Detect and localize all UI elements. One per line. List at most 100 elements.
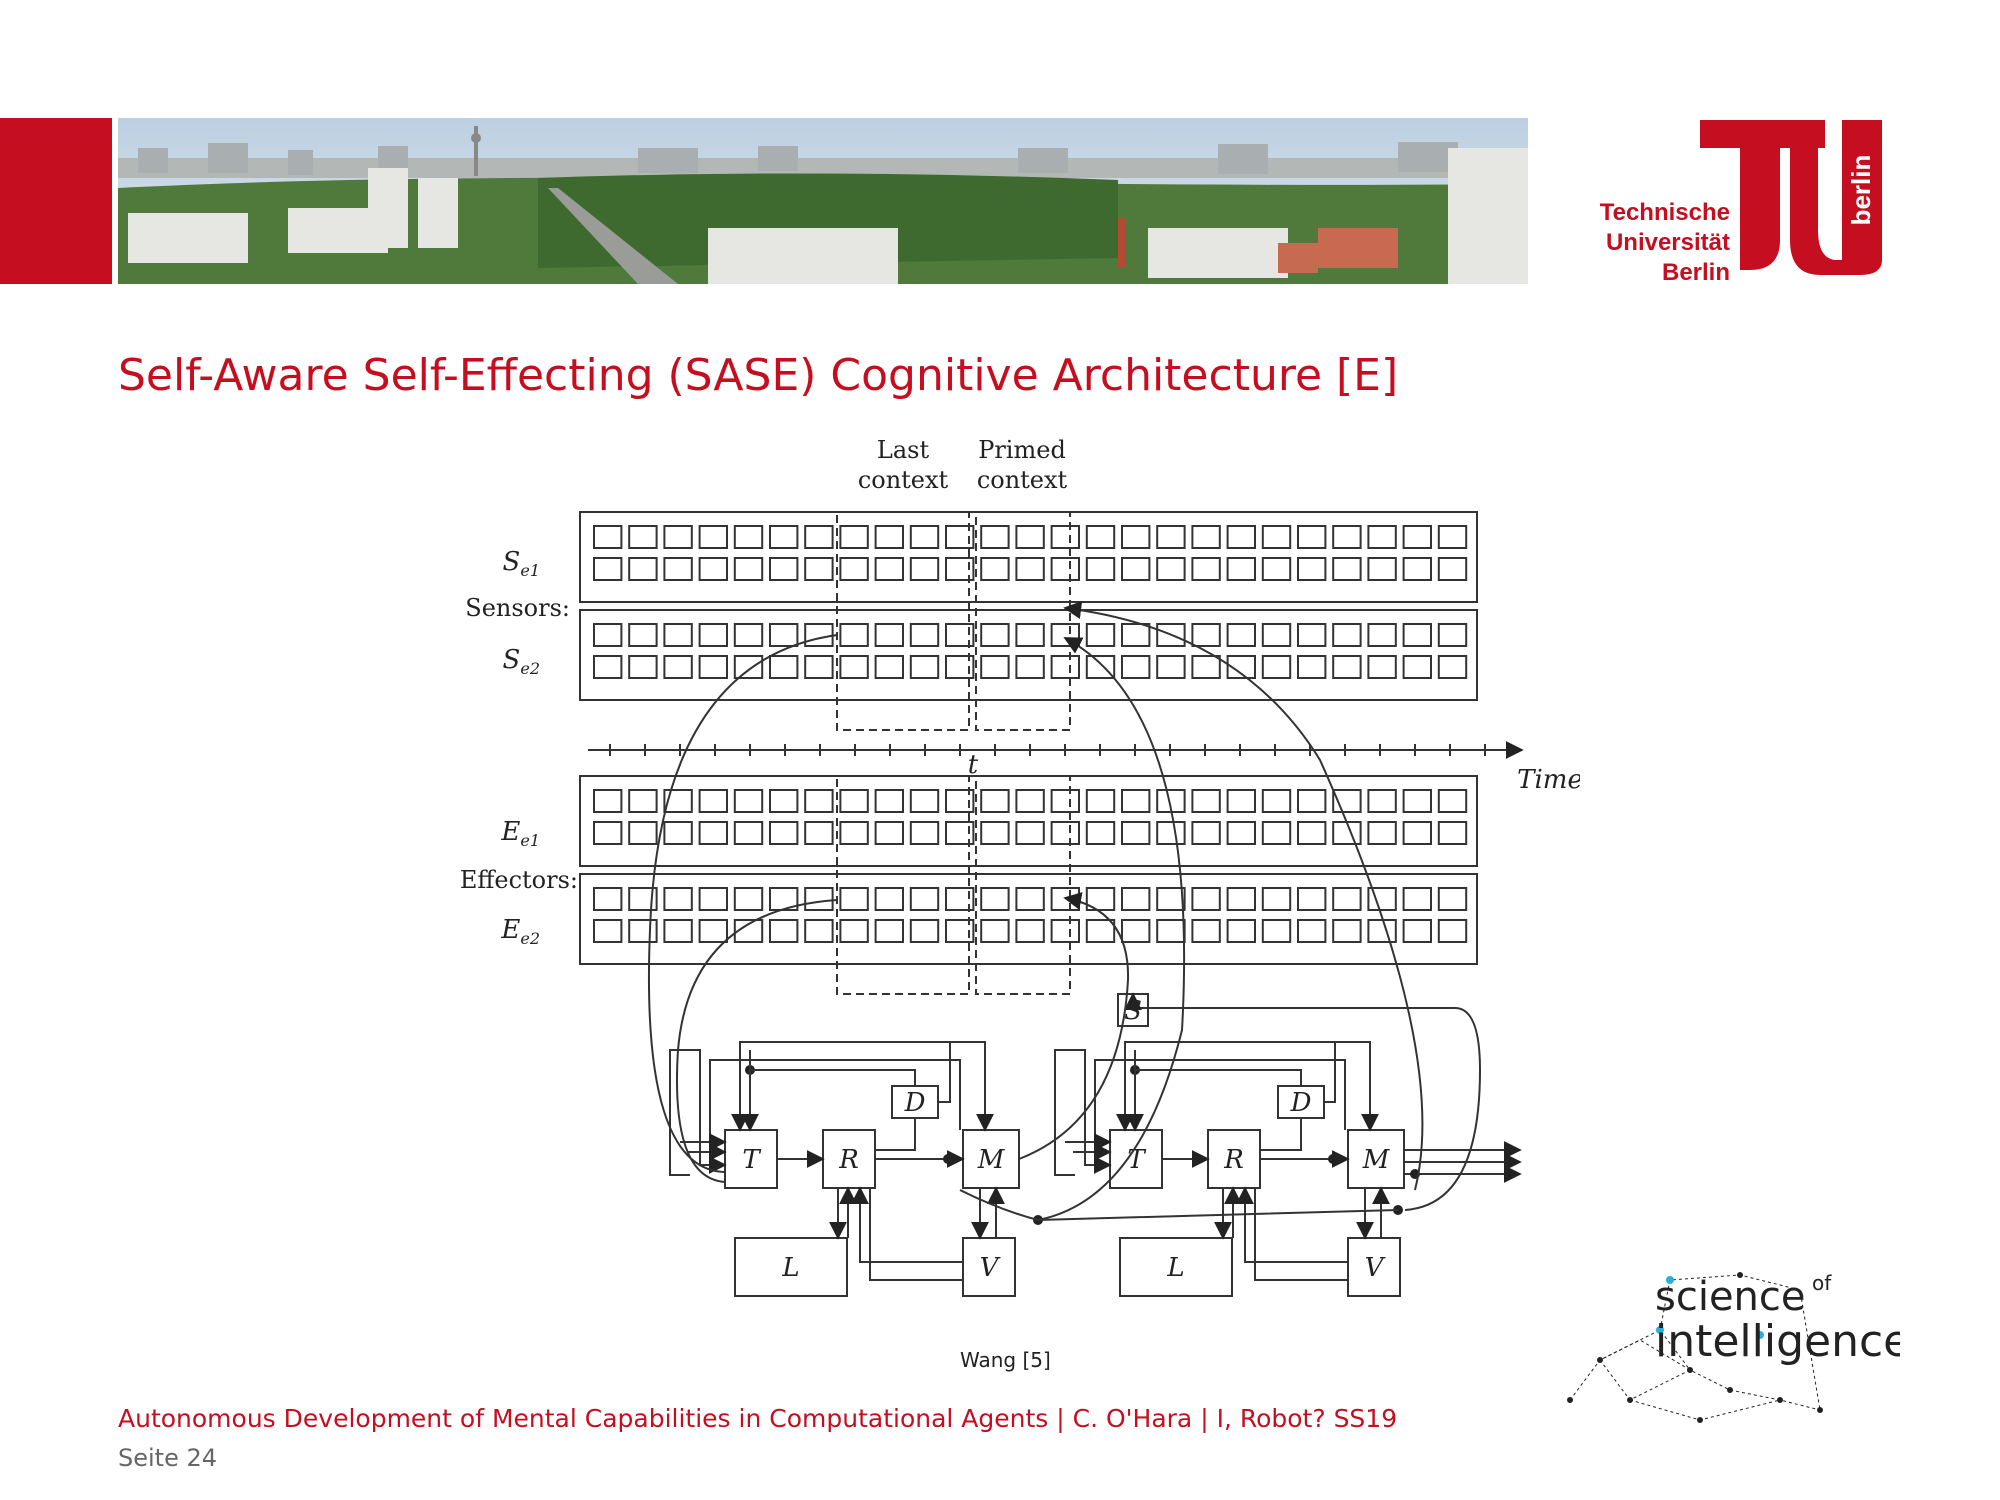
grid-cell (1226, 557, 1256, 581)
grid-cell (1402, 887, 1432, 911)
grid-cell (874, 623, 905, 647)
grid-cell (698, 525, 729, 549)
grid-cell (593, 525, 623, 549)
grid-cell (1402, 655, 1432, 679)
grid-cell (1226, 789, 1256, 813)
grid-cell (628, 887, 658, 911)
grid-cell (1297, 919, 1327, 943)
grid-cell (663, 789, 693, 813)
grid-cell (769, 525, 799, 549)
grid-cell (663, 557, 693, 581)
grid-cell (1367, 525, 1397, 549)
grid-cell (1261, 623, 1292, 647)
grid-cell (1085, 557, 1116, 581)
svg-text:T: T (1127, 1145, 1146, 1175)
grid-cell (1402, 623, 1432, 647)
last-context-label-2: context (858, 466, 949, 494)
sensor-row-2-label: Se2 (503, 645, 540, 678)
grid-cell (839, 655, 869, 679)
grid-cell (628, 655, 658, 679)
grid-cell (1367, 887, 1397, 911)
grid-cell (1261, 887, 1292, 911)
grid-cell (733, 655, 764, 679)
time-marker: t (968, 750, 979, 780)
grid-cell (980, 821, 1010, 845)
grid-cell (1297, 821, 1327, 845)
tu-berlin-logo: berlin Technische Universität Berlin (1600, 120, 1882, 286)
grid-cell (945, 887, 975, 911)
grid-cell (945, 789, 975, 813)
logo-word-intelligence: intelligence (1655, 1316, 1900, 1367)
grid-cell (1402, 557, 1432, 581)
grid-cell (1121, 525, 1151, 549)
grid-cell (1015, 623, 1045, 647)
grid-cell (1015, 821, 1045, 845)
module-group-right: T R D M L V (1054, 1041, 1522, 1297)
svg-text:V: V (980, 1253, 1001, 1283)
grid-cell (1367, 919, 1397, 943)
grid-cell (804, 887, 834, 911)
sase-diagram: Last context Primed context Se1 Sensors:… (460, 436, 1580, 1297)
grid-cell (593, 655, 623, 679)
grid-cell (663, 623, 693, 647)
grid-cell (839, 557, 869, 581)
grid-cell (1402, 919, 1432, 943)
grid-cell (1402, 525, 1432, 549)
grid-cell (1050, 525, 1080, 549)
sensor-row-1-label: Se1 (503, 547, 540, 580)
grid-cell (1332, 789, 1362, 813)
grid-cell (1121, 655, 1151, 679)
time-label: Time (1517, 765, 1580, 795)
d-block-right (1277, 1085, 1325, 1119)
grid-cell (628, 789, 658, 813)
grid-cell (733, 821, 764, 845)
grid-cell (733, 919, 764, 943)
grid-cell (628, 557, 658, 581)
grid-cell (1402, 821, 1432, 845)
grid-cell (1297, 623, 1327, 647)
grid-cell (698, 789, 729, 813)
grid-cell (1437, 623, 1468, 647)
footer-text: Autonomous Development of Mental Capabil… (118, 1404, 1398, 1433)
svg-text:M: M (1362, 1145, 1391, 1175)
grid-cell (804, 623, 834, 647)
l-block-right (1119, 1237, 1233, 1297)
grid-cell (1297, 655, 1327, 679)
grid-cell (628, 919, 658, 943)
grid-cell (909, 789, 940, 813)
grid-cell (804, 821, 834, 845)
sensor-band-2-frame (579, 609, 1478, 701)
grid-cell (1226, 623, 1256, 647)
grid-cell (1332, 655, 1362, 679)
grid-cell (980, 789, 1010, 813)
grid-cell (628, 525, 658, 549)
grid-cell (874, 789, 905, 813)
grid-cell (1085, 655, 1116, 679)
grid-cell (1085, 525, 1116, 549)
effector-band-2 (579, 873, 1478, 965)
grid-cell (1121, 557, 1151, 581)
logo-line-2: Universität (1606, 229, 1730, 256)
logo-line-1: Technische (1600, 199, 1730, 226)
grid-cell (1261, 789, 1292, 813)
grid-cell (804, 789, 834, 813)
l-block-left (734, 1237, 848, 1297)
last-context-box-sensors (836, 511, 970, 731)
grid-cell (769, 655, 799, 679)
grid-cell (1015, 557, 1045, 581)
grid-cell (1121, 623, 1151, 647)
grid-cell (733, 525, 764, 549)
grid-cell (1191, 887, 1221, 911)
grid-cell (1085, 789, 1116, 813)
grid-cell (1437, 789, 1468, 813)
grid-cell (1261, 525, 1292, 549)
grid-cell (733, 557, 764, 581)
grid-cell (663, 821, 693, 845)
grid-cell (1367, 557, 1397, 581)
module-group-left: T R D M L V (669, 1041, 1043, 1297)
sensor-band-1 (579, 511, 1478, 603)
grid-cell (874, 887, 905, 911)
grid-cell (769, 821, 799, 845)
grid-cell (1191, 821, 1221, 845)
grid-cell (909, 525, 940, 549)
